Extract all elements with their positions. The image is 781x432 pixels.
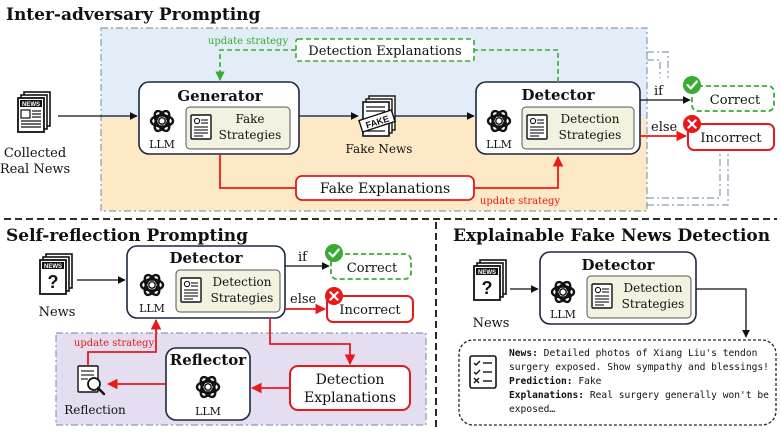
output-explanations-line1: Explanations: Real surgery generally won… bbox=[509, 389, 769, 401]
output-prediction: Prediction: Fake bbox=[509, 375, 602, 387]
fake-strategies-line2: Strategies bbox=[219, 128, 282, 142]
fake-news-icon: FAKE bbox=[358, 95, 396, 137]
generator-llm-label: LLM bbox=[149, 138, 175, 151]
news-question-icon bbox=[473, 259, 507, 301]
generator-box: Generator LLM Fake Strategies bbox=[138, 81, 300, 155]
incorrect-box-left bbox=[326, 295, 414, 323]
magnifier-document-icon bbox=[77, 365, 106, 396]
detection-explanations-label-top: Detection Explanations bbox=[308, 44, 461, 59]
output-news-line1: News: Detailed photos of Xiang Liu's ten… bbox=[509, 348, 757, 359]
correct-label-left: Correct bbox=[347, 261, 398, 276]
document-icon bbox=[591, 283, 613, 309]
x-circle-icon bbox=[323, 285, 345, 307]
detection-strategies-line2-right: Strategies bbox=[622, 297, 685, 311]
checklist-icon bbox=[469, 355, 497, 389]
document-icon bbox=[180, 277, 202, 303]
detector-box-right: Detector LLM Detection Strategies bbox=[539, 251, 697, 325]
else-label-top: else bbox=[651, 120, 678, 135]
update-strategy-label-left: update strategy bbox=[74, 338, 155, 349]
detector-title-top: Detector bbox=[522, 86, 596, 104]
document-icon bbox=[526, 114, 548, 140]
detection-strategies-line1-top: Detection bbox=[561, 112, 620, 126]
news-label-right: News bbox=[473, 316, 510, 331]
correct-label-top: Correct bbox=[710, 93, 761, 108]
else-label-left: else bbox=[290, 292, 317, 307]
reflector-llm-label: LLM bbox=[195, 405, 221, 418]
inter-adversary-region-border bbox=[100, 27, 648, 212]
detection-explanations-line2-left: Explanations bbox=[304, 390, 396, 406]
reflector-title: Reflector bbox=[170, 351, 248, 369]
section-title-inter-adversary: Inter-adversary Prompting bbox=[6, 5, 261, 25]
output-explanations-line2: exposed… bbox=[509, 404, 555, 415]
collected-news-icon bbox=[17, 91, 51, 133]
fake-news-label: Fake News bbox=[346, 142, 413, 156]
real-news-label: Real News bbox=[0, 162, 70, 177]
detection-strategies-line2-left: Strategies bbox=[211, 291, 274, 305]
incorrect-box-top bbox=[687, 123, 775, 151]
detection-strategies-line1-right: Detection bbox=[624, 281, 683, 295]
generator-title: Generator bbox=[177, 87, 263, 105]
detection-output-box bbox=[458, 339, 777, 426]
detector-title-right: Detector bbox=[582, 256, 656, 274]
correct-box-top bbox=[691, 85, 775, 112]
correct-box-left bbox=[330, 253, 412, 280]
detection-strategies-line1-left: Detection bbox=[213, 275, 272, 289]
if-label-left: if bbox=[298, 250, 308, 265]
detection-explanations-line1-left: Detection bbox=[316, 372, 385, 388]
fake-explanations-label: Fake Explanations bbox=[320, 181, 450, 197]
news-question-icon bbox=[39, 253, 73, 295]
update-strategy-label-bottom: update strategy bbox=[480, 196, 561, 207]
news-label-left: News bbox=[39, 305, 76, 320]
incorrect-label-left: Incorrect bbox=[339, 303, 401, 318]
detection-strategies-line2-top: Strategies bbox=[559, 128, 622, 142]
check-circle-icon bbox=[323, 242, 345, 264]
detector-title-left: Detector bbox=[170, 249, 244, 267]
detection-explanations-box-top bbox=[295, 38, 475, 62]
fake-strategies-line1: Fake bbox=[235, 112, 264, 126]
x-circle-icon bbox=[681, 113, 703, 135]
update-strategy-label-top: update strategy bbox=[208, 36, 289, 47]
incorrect-label-top: Incorrect bbox=[700, 131, 762, 146]
output-news-line2: surgery exposed. Show sympathy and bless… bbox=[509, 362, 769, 373]
collected-label: Collected bbox=[4, 146, 66, 161]
fake-explanations-box bbox=[295, 175, 475, 201]
detector-llm-label-right: LLM bbox=[550, 308, 576, 321]
detector-box-left: Detector LLM Detection Strategies bbox=[126, 245, 286, 319]
reflector-box: Reflector LLM bbox=[165, 347, 251, 421]
reflection-label: Reflection bbox=[64, 403, 126, 417]
document-icon bbox=[190, 114, 212, 140]
section-title-self-reflection: Self-reflection Prompting bbox=[6, 226, 248, 246]
detector-llm-label-top: LLM bbox=[486, 138, 512, 151]
section-title-explainable: Explainable Fake News Detection bbox=[453, 226, 770, 246]
detector-box-top: Detector LLM Detection Strategies bbox=[475, 81, 641, 155]
detector-llm-label-left: LLM bbox=[139, 302, 165, 315]
check-circle-icon bbox=[681, 74, 703, 96]
if-label-top: if bbox=[654, 84, 664, 99]
